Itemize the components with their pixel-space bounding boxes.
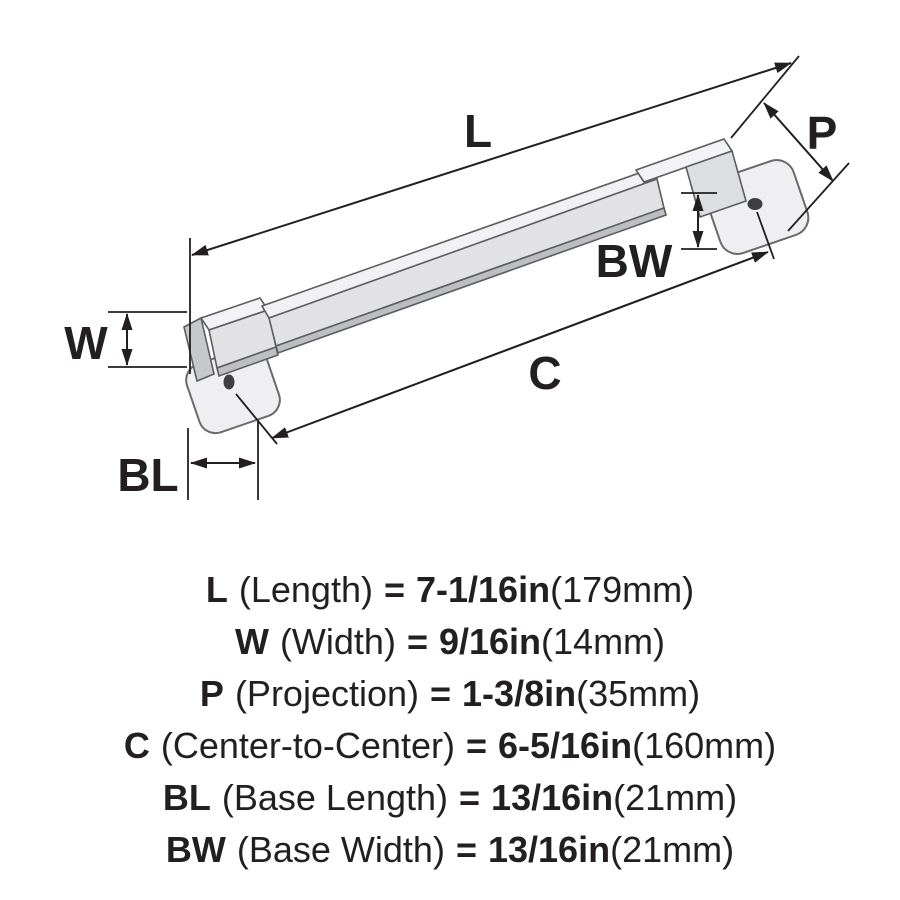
spec-row-center-to-center: C (Center-to-Center) = 6-5/16in (160mm) [124,720,776,772]
spec-value: 13/16in [487,829,611,870]
dimension-C: C [235,211,775,445]
dimension-C-line [271,251,769,439]
dimension-label-l: L [464,105,492,157]
spec-name: (Width) [279,621,396,662]
spec-metric: (160mm) [632,725,777,766]
dimension-label-bw: BW [596,235,673,287]
dimension-P-extension-bottom [787,162,850,232]
spec-metric: (21mm) [610,829,735,870]
dimension-L: L [189,55,800,374]
spec-metric: (179mm) [550,569,695,610]
spec-equals: = [459,777,481,818]
spec-name: (Length) [238,569,373,610]
dimension-C-extension-right [756,211,775,260]
dimension-label-c: C [528,347,561,399]
spec-value: 6-5/16in [498,725,633,766]
diagram-area: L P BW W [64,55,850,501]
spec-abbr: C [123,725,150,766]
dimension-C-extension-left [235,393,278,445]
dimension-P-line [763,102,834,182]
dimension-P: P [763,102,850,232]
spec-row-base-length: BL (Base Length) = 13/16in (21mm) [163,772,737,824]
spec-name: (Base Width) [236,829,445,870]
spec-equals: = [430,673,452,714]
spec-equals: = [383,569,405,610]
handle-left-side-face [183,316,215,383]
dimension-label-p: P [807,107,838,159]
spec-value: 9/16in [438,621,542,662]
spec-value: 7-1/16in [416,569,551,610]
dimension-W: W [64,311,187,369]
spec-row-length: L (Length) = 7-1/16in (179mm) [206,564,694,616]
spec-name: (Projection) [234,673,419,714]
spec-abbr: P [199,673,224,714]
spec-value: 13/16in [491,777,614,818]
spec-metric: (14mm) [541,621,666,662]
spec-metric: (35mm) [576,673,701,714]
dimension-label-bl: BL [117,449,178,501]
spec-row-width: W (Width) = 9/16in (14mm) [235,616,665,668]
spec-row-projection: P (Projection) = 1-3/8in (35mm) [200,668,700,720]
right-screw-hole [747,198,763,210]
dimension-L-line [191,62,792,256]
dimension-L-extension-right [730,55,800,139]
spec-equals: = [465,725,487,766]
spec-name: (Base Length) [221,777,449,818]
spec-name: (Center-to-Center) [160,725,455,766]
handle-grip-top-face [260,171,651,319]
spec-abbr: BL [162,777,211,818]
spec-abbr: L [205,569,228,610]
spec-row-base-width: BW (Base Width) = 13/16in (21mm) [166,824,734,876]
left-screw-hole [223,374,235,390]
dimension-BL: BL [117,421,259,501]
spec-equals: = [455,829,477,870]
dimension-label-w: W [64,317,108,369]
spec-list: L (Length) = 7-1/16in (179mm) W (Width) … [0,548,900,876]
product-dimension-diagram: L P BW W [64,55,850,501]
spec-abbr: BW [165,829,226,870]
spec-equals: = [406,621,428,662]
spec-abbr: W [234,621,269,662]
spec-value: 1-3/8in [462,673,577,714]
spec-metric: (21mm) [613,777,738,818]
